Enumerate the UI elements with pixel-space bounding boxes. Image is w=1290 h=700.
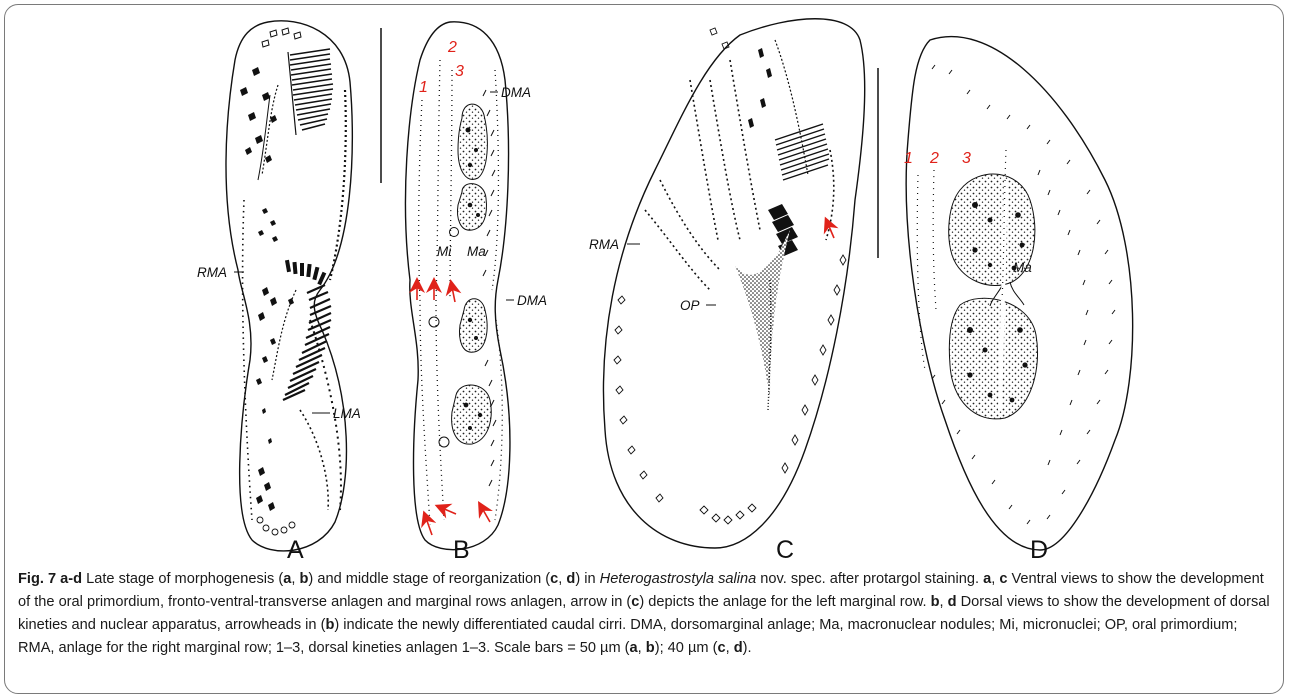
caption-sep: , [940,594,948,610]
caption-text: ). [743,640,752,656]
caption-fig-range: a-d [56,571,82,587]
d-kinety-3: 3 [962,150,971,167]
caption-text: nov. spec. after protargol staining. [756,571,983,587]
caption-ref-c: c [717,640,725,656]
label-d-ma: Ma [1013,260,1032,275]
panel-label-d: D [1030,536,1048,564]
panel-a-drawing [226,21,352,551]
panel-label-a: A [287,536,304,564]
caption-sep: , [291,571,299,587]
figure-caption: Fig. 7 a-d Late stage of morphogenesis (… [18,568,1273,660]
figure-illustration: A B C D RMA LMA DMA DMA Mi Ma RMA OP Ma … [0,0,1290,565]
caption-ref-d: d [734,640,743,656]
label-b-dma-lower: DMA [517,293,547,308]
caption-text: ); 40 µm ( [655,640,718,656]
panel-label-b: B [453,536,470,564]
label-a-lma: LMA [333,406,361,421]
caption-ref-d: d [566,571,575,587]
label-b-ma: Ma [467,244,486,259]
label-b-mi: Mi [437,244,452,259]
b-kinety-2: 2 [447,39,457,56]
caption-ref-b: b [646,640,655,656]
caption-ref-d: d [948,594,957,610]
panel-d-drawing [906,37,1132,550]
panel-c-drawing [603,19,878,548]
caption-species: Heterogastrostyla salina [600,571,757,587]
label-c-op: OP [680,298,700,313]
caption-sep: , [726,640,734,656]
d-kinety-1: 1 [904,150,913,167]
b-kinety-1: 1 [419,79,428,96]
caption-ref-a: a [983,571,991,587]
b-kinety-3: 3 [455,63,464,80]
caption-text: Late stage of morphogenesis ( [82,571,283,587]
panel-b-drawing [381,22,510,550]
panel-label-c: C [776,536,794,564]
caption-sep: , [638,640,646,656]
caption-text: ) and middle stage of reorganization ( [308,571,550,587]
d-kinety-2: 2 [929,150,939,167]
caption-ref-b: b [931,594,940,610]
caption-fig-label: Fig. 7 [18,571,56,587]
caption-ref-a: a [630,640,638,656]
label-a-rma: RMA [197,265,227,280]
caption-text: ) in [575,571,599,587]
caption-text: ) depicts the anlage for the left margin… [639,594,930,610]
label-c-rma: RMA [589,237,619,252]
label-b-dma-upper: DMA [501,85,531,100]
